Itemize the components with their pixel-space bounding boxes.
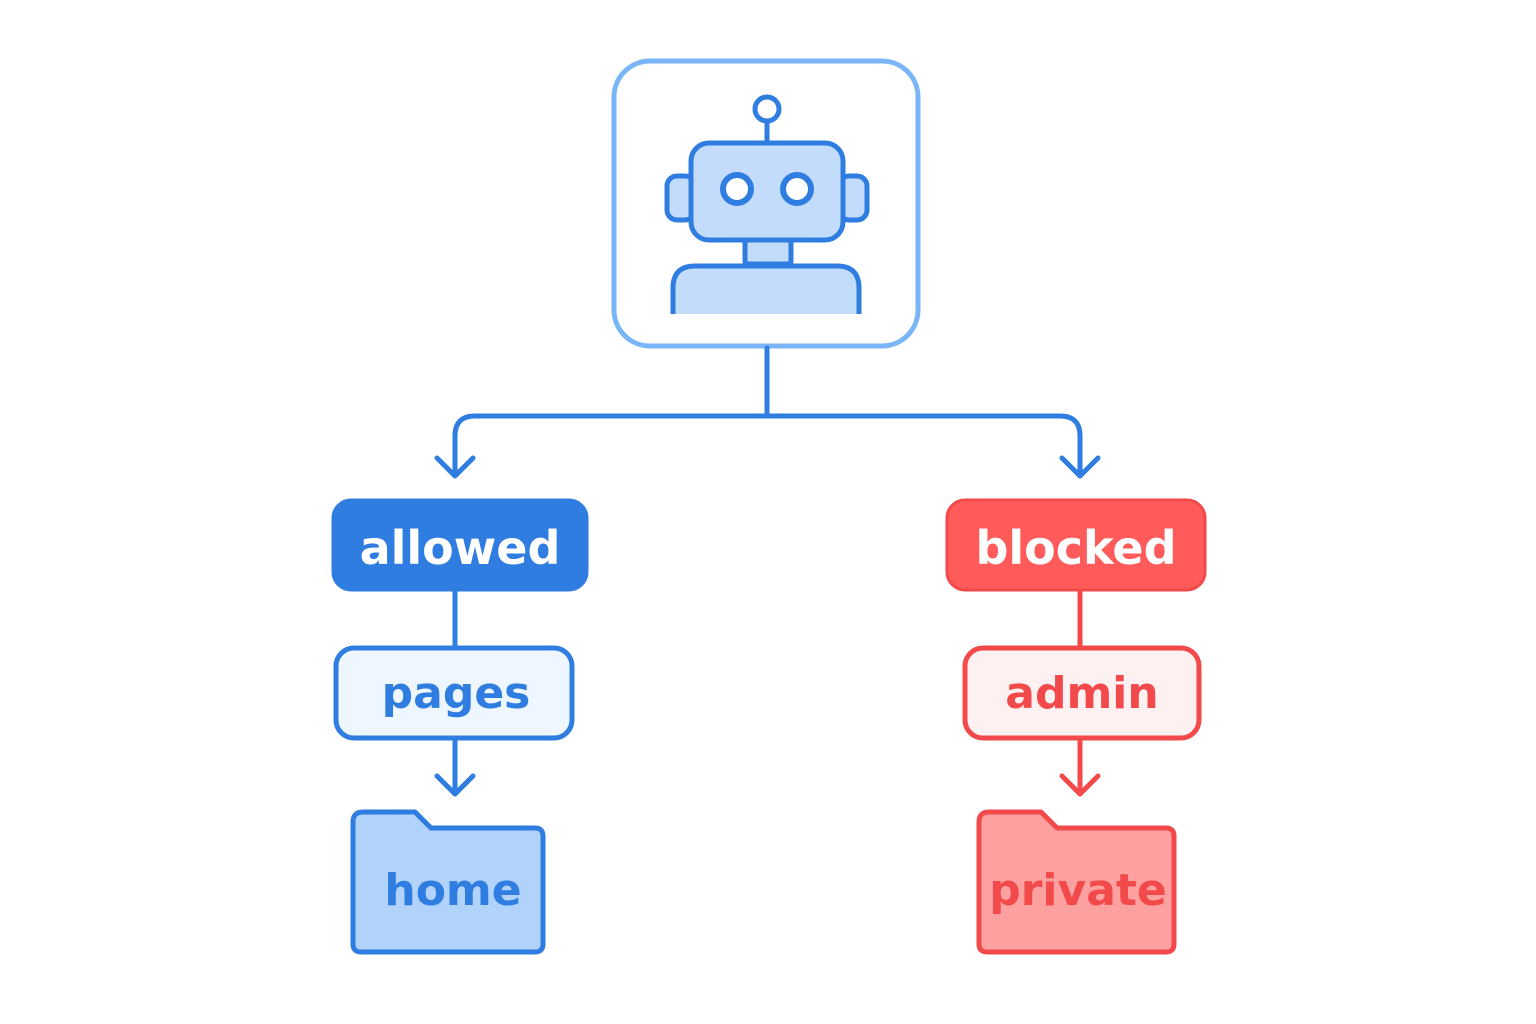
connectors (434, 345, 1101, 797)
arrowhead-right-icon (1059, 455, 1101, 479)
admin-label: admin (1005, 668, 1158, 719)
private-node: private (976, 809, 1177, 955)
allowed-label: allowed (360, 521, 561, 575)
folder-icon (350, 809, 546, 955)
allowed-node: allowed (331, 498, 589, 592)
branch-left-line (452, 413, 770, 479)
arrowhead-left-icon (434, 455, 476, 479)
robot-node (611, 58, 921, 349)
arrowhead-private-icon (1059, 773, 1101, 797)
blocked-node: blocked (945, 498, 1207, 592)
home-node: home (350, 809, 546, 955)
admin-node: admin (962, 645, 1202, 741)
blocked-label: blocked (975, 521, 1176, 575)
private-label: private (989, 865, 1167, 916)
branch-right-line (764, 413, 1083, 479)
arrowhead-home-icon (434, 773, 476, 797)
home-label: home (384, 865, 521, 916)
connectors-red (1059, 587, 1101, 797)
robot-icon (664, 94, 870, 314)
pages-node: pages (333, 645, 575, 741)
folder-icon (976, 809, 1177, 955)
pages-label: pages (382, 668, 531, 719)
